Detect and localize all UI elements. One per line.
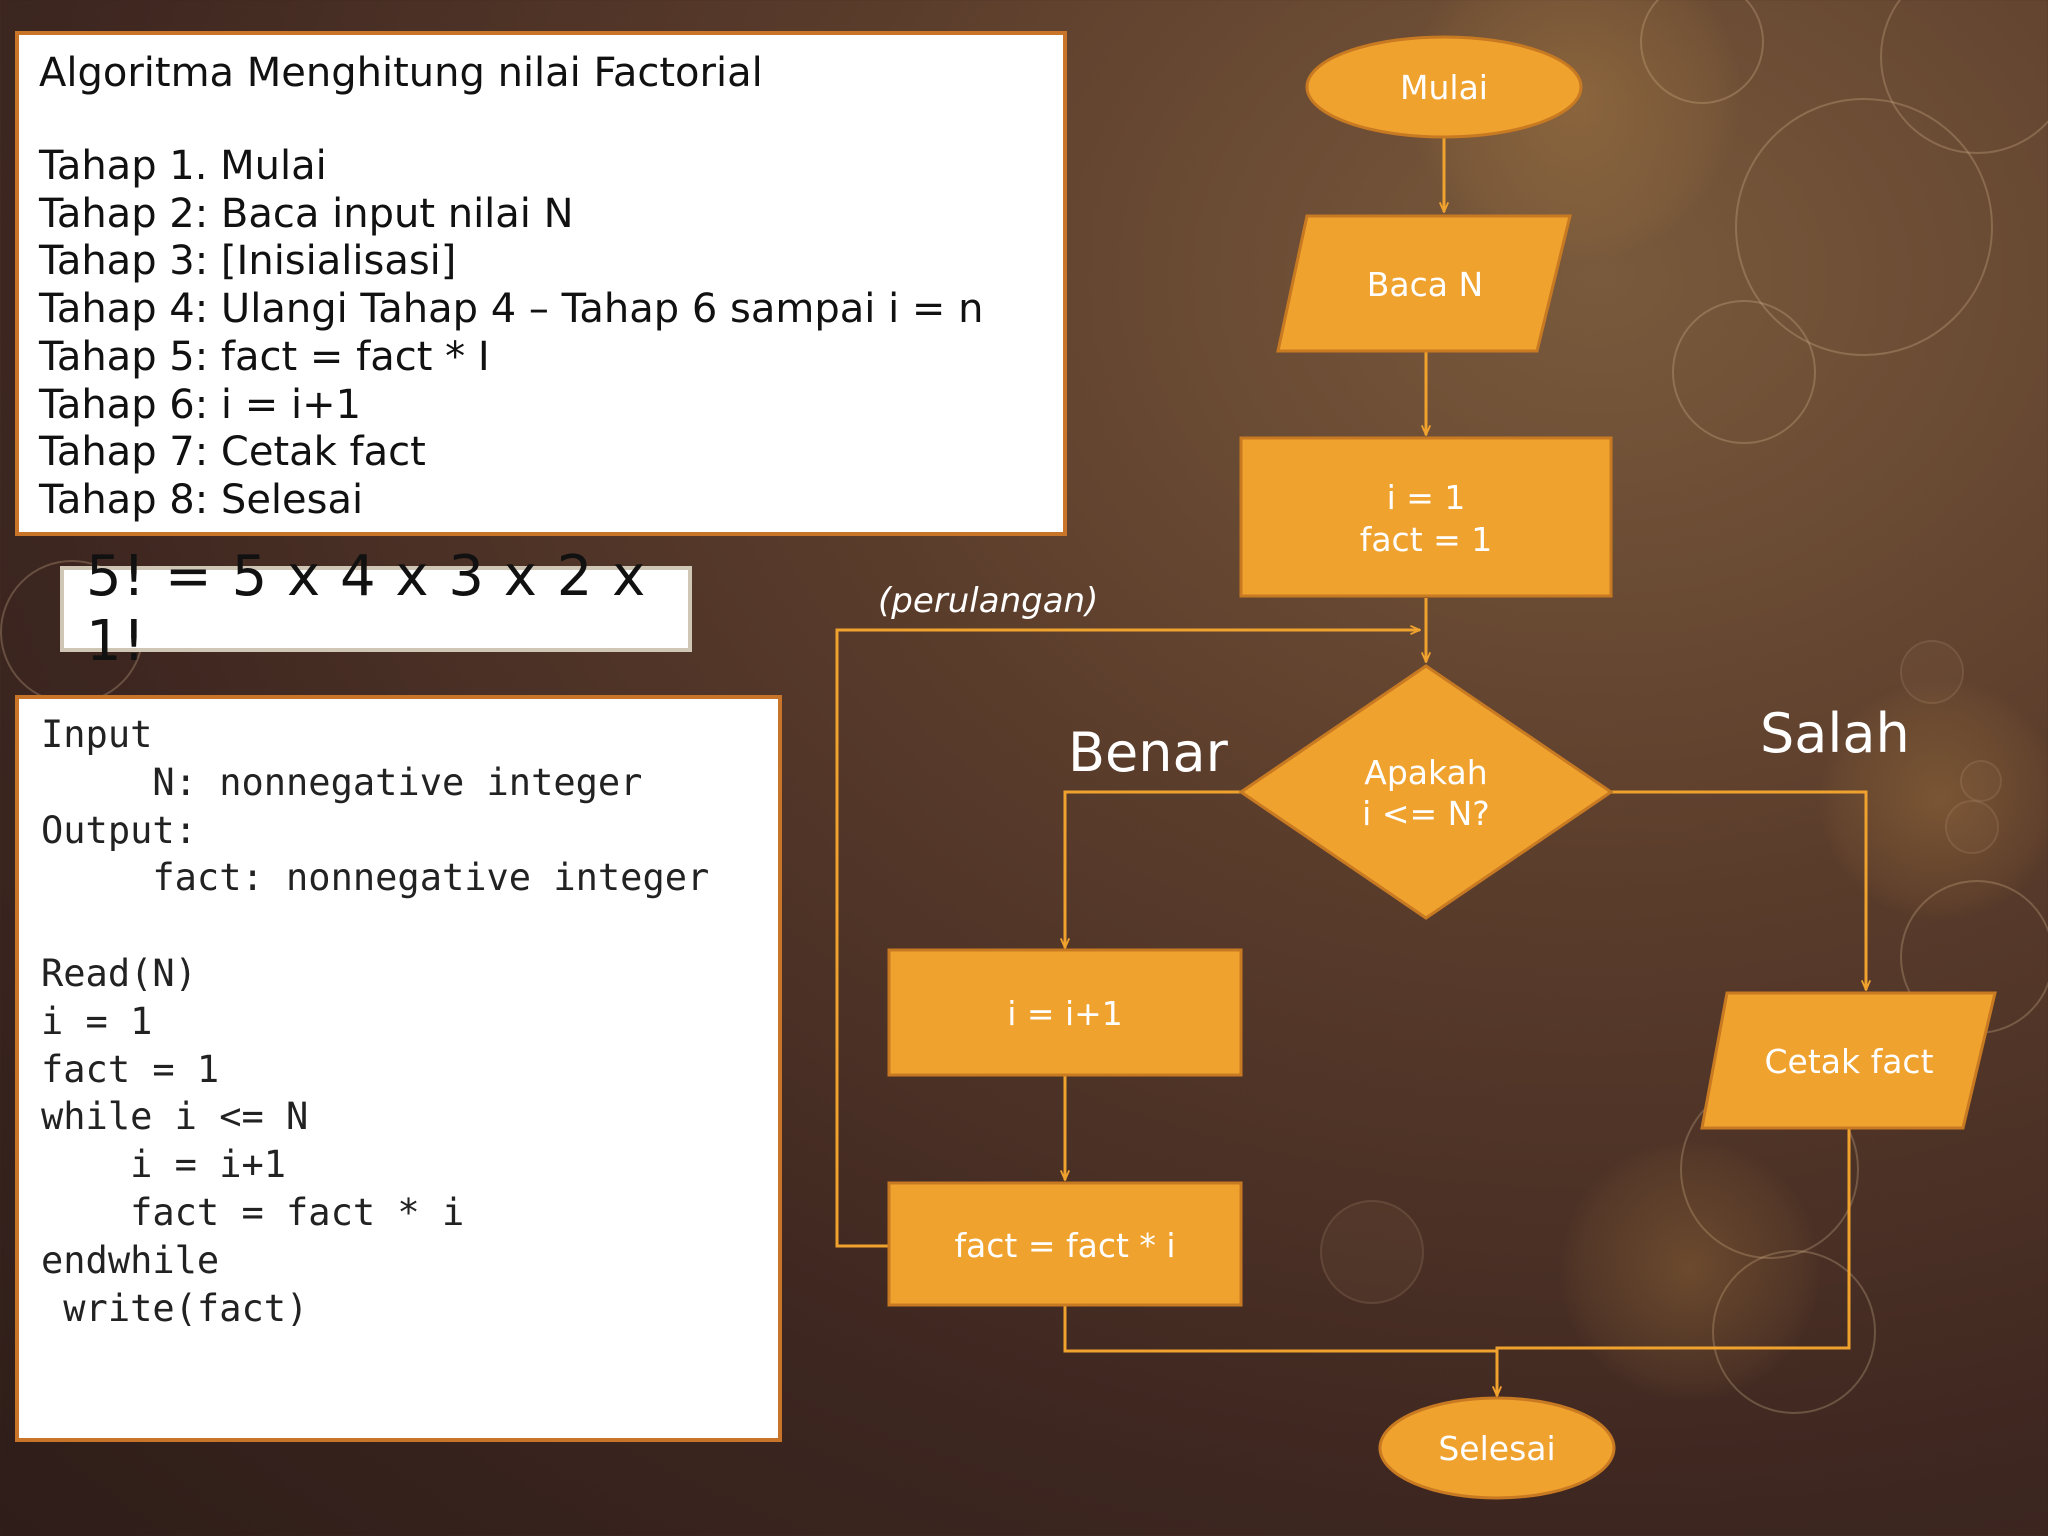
decision-label-line1: Apakah bbox=[1364, 753, 1487, 792]
code-line: write(fact) bbox=[41, 1286, 309, 1330]
start-label: Mulai bbox=[1400, 68, 1488, 107]
multiply-process bbox=[887, 1181, 1243, 1307]
algorithm-step: Tahap 2: Baca input nilai N bbox=[39, 190, 574, 237]
algorithm-panel: Algoritma Menghitung nilai Factorial Tah… bbox=[15, 31, 1067, 536]
code-line: while i <= N bbox=[41, 1095, 309, 1139]
algorithm-step: Tahap 3: [Inisialisasi] bbox=[39, 238, 457, 285]
connector-multiply-end bbox=[1063, 1306, 1497, 1353]
init-label-line1: i = 1 bbox=[1387, 478, 1466, 517]
input-parallelogram bbox=[1276, 214, 1572, 353]
code-line: N: nonnegative integer bbox=[41, 760, 643, 804]
factorial-formula: 5! = 5 x 4 x 3 x 2 x 1! bbox=[86, 544, 647, 674]
code-line: Output: bbox=[41, 808, 197, 852]
algorithm-step: Tahap 8: Selesai bbox=[39, 476, 364, 523]
algorithm-step: Tahap 4: Ulangi Tahap 4 – Tahap 6 sampai… bbox=[39, 286, 984, 333]
code-line: Input bbox=[41, 713, 153, 756]
output-label: Cetak fact bbox=[1764, 1042, 1933, 1081]
decision-diamond bbox=[1238, 664, 1614, 920]
true-branch-label: Benar bbox=[1068, 721, 1229, 784]
code-line: fact = fact * i bbox=[41, 1190, 465, 1234]
connector-output-end bbox=[1497, 1128, 1851, 1396]
output-parallelogram bbox=[1700, 991, 1997, 1130]
code-line: i = 1 bbox=[41, 999, 153, 1043]
increment-process bbox=[887, 948, 1243, 1077]
decision-label-line2: i <= N? bbox=[1362, 794, 1490, 833]
increment-label: i = i+1 bbox=[1007, 994, 1123, 1033]
code-line: fact = 1 bbox=[41, 1047, 220, 1091]
end-terminal bbox=[1378, 1396, 1616, 1500]
multiply-label: fact = fact * i bbox=[954, 1226, 1175, 1265]
algorithm-step: Tahap 5: fact = fact * I bbox=[39, 333, 490, 380]
init-label-line2: fact = 1 bbox=[1360, 520, 1493, 559]
start-terminal bbox=[1305, 35, 1583, 139]
false-branch-label: Salah bbox=[1760, 702, 1910, 765]
connector-decision-false bbox=[1611, 790, 1866, 990]
connector-decision-true bbox=[1065, 790, 1241, 948]
algorithm-step: Tahap 6: i = i+1 bbox=[39, 381, 362, 428]
loop-label: (perulangan) bbox=[878, 581, 1098, 621]
algorithm-title: Algoritma Menghitung nilai Factorial bbox=[39, 50, 763, 96]
end-label: Selesai bbox=[1438, 1429, 1555, 1468]
input-label: Baca N bbox=[1367, 265, 1483, 304]
code-line: endwhile bbox=[41, 1238, 220, 1282]
code-line: fact: nonnegative integer bbox=[41, 856, 710, 900]
algorithm-step: Tahap 1. Mulai bbox=[39, 143, 327, 189]
algorithm-step: Tahap 7: Cetak fact bbox=[39, 429, 426, 476]
code-line: i = i+1 bbox=[41, 1143, 287, 1187]
connector-loop-back bbox=[835, 630, 1420, 1248]
formula-panel: 5! = 5 x 4 x 3 x 2 x 1! bbox=[60, 544, 692, 674]
init-process bbox=[1239, 436, 1613, 598]
code-line: Read(N) bbox=[41, 951, 197, 995]
pseudocode-panel: Input N: nonnegative integer Output: fac… bbox=[15, 695, 782, 1442]
